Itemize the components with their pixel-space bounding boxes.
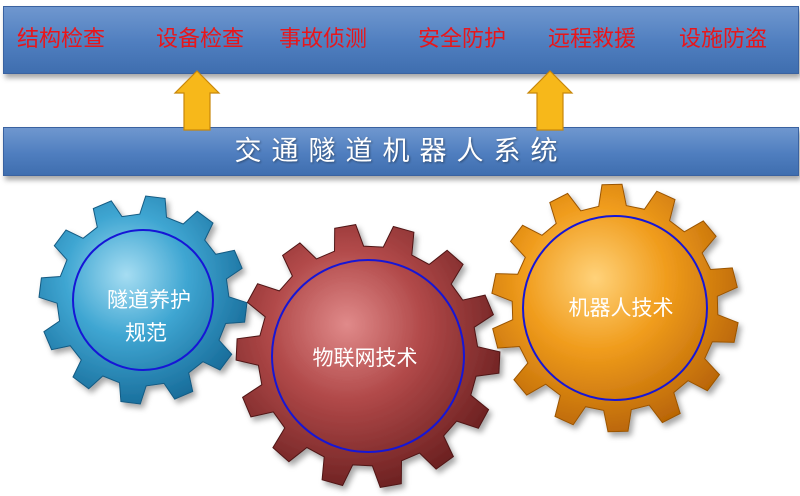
- gear-iot-technology: 物联网技术: [235, 224, 501, 488]
- system-bar: 交通隧道机器人系统: [3, 127, 799, 176]
- function-remote-rescue: 远程救援: [548, 27, 637, 52]
- gear-robot-technology: 机器人技术: [491, 183, 739, 433]
- function-safety-protection: 安全防护: [418, 27, 507, 52]
- gear-label-tunnel-maintenance-line1: 隧道养护: [107, 288, 191, 312]
- gear-label-tunnel-maintenance-line2: 规范: [125, 321, 167, 345]
- system-title: 交通隧道机器人系统: [234, 136, 568, 167]
- function-equipment-inspection: 设备检查: [156, 27, 245, 52]
- function-facility-antitheft: 设施防盗: [679, 27, 768, 52]
- gear-label-iot-technology: 物联网技术: [313, 346, 418, 370]
- function-accident-detection: 事故侦测: [279, 27, 368, 52]
- gear-label-robot-technology: 机器人技术: [569, 296, 674, 320]
- arrow-left-up-icon: [173, 70, 221, 131]
- application-functions-bar: 结构检查 设备检查 事故侦测 安全防护 远程救援 设施防盗: [3, 6, 799, 74]
- function-structure-inspection: 结构检查: [17, 27, 106, 52]
- gear-tunnel-maintenance: 隧道养护 规范: [38, 195, 248, 405]
- arrow-right-up-icon: [526, 70, 574, 131]
